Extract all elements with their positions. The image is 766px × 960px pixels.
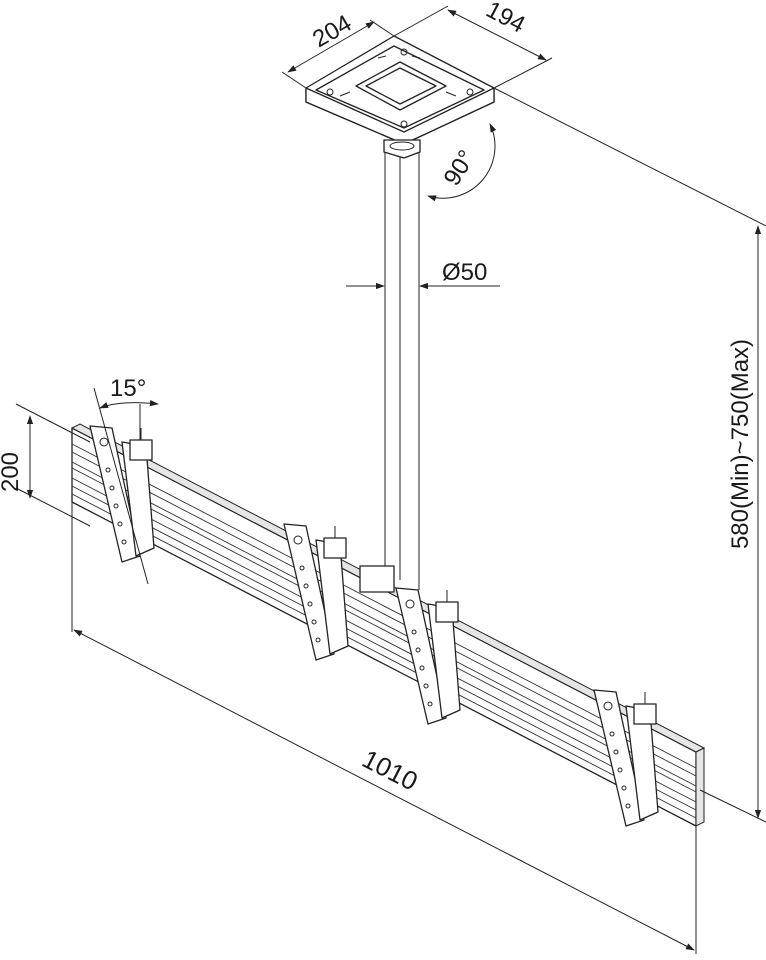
plate-width-label: 204 xyxy=(308,10,356,53)
dimension-pole-diameter: Ø50 xyxy=(346,259,500,290)
plate-depth-label: 194 xyxy=(482,0,530,39)
drop-range-label: 580(Min)~750(Max) xyxy=(727,339,754,549)
dimension-rotation: 90° xyxy=(427,123,497,202)
rail-height-label: 200 xyxy=(0,452,24,492)
pole-diameter-label: Ø50 xyxy=(442,259,487,286)
rotation-label: 90° xyxy=(439,145,481,190)
dimension-drop-range: 580(Min)~750(Max) xyxy=(493,87,766,823)
ceiling-plate xyxy=(305,35,495,159)
pole xyxy=(384,152,420,590)
rail-length-label: 1010 xyxy=(358,743,423,796)
dimension-tilt: 15° xyxy=(93,375,159,585)
tilt-label: 15° xyxy=(110,375,146,402)
dimension-rail-height: 200 xyxy=(0,403,91,527)
